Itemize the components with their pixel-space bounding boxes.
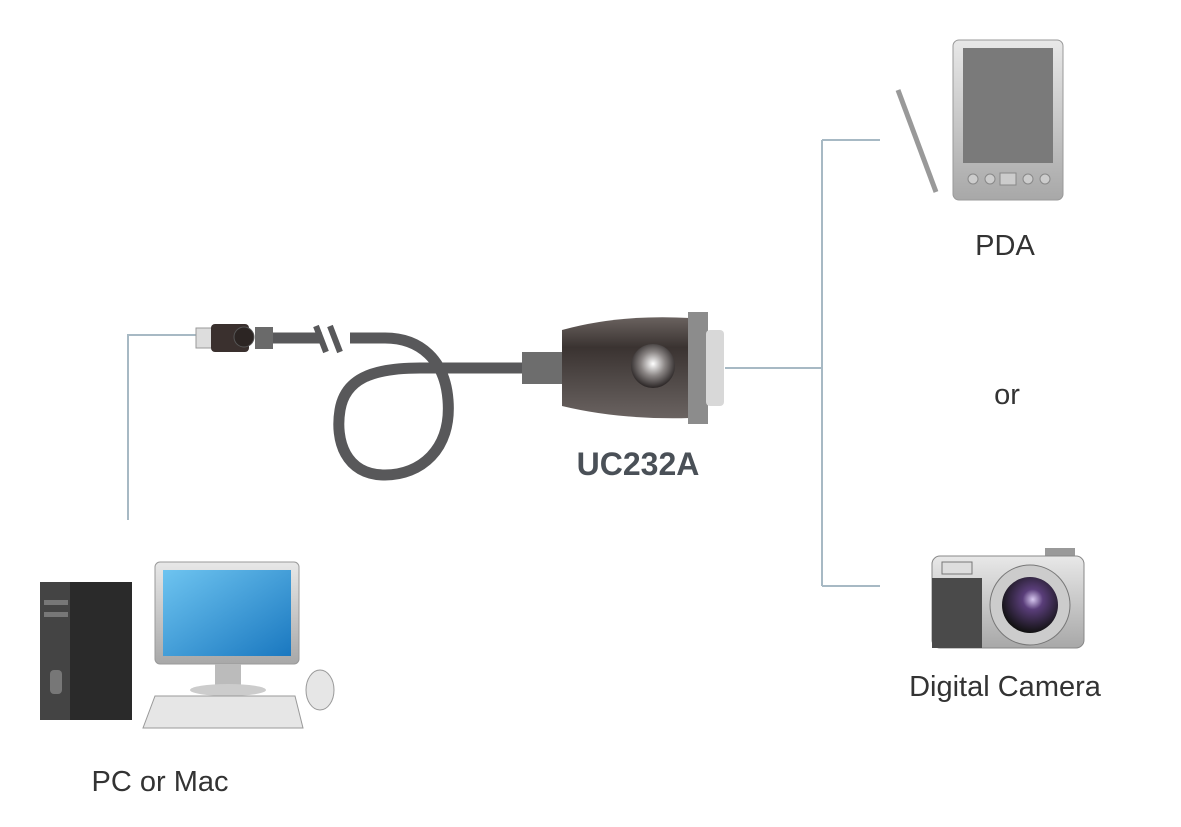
pc-tower-icon bbox=[40, 582, 132, 720]
uc232a-adapter-icon bbox=[522, 312, 724, 424]
pc-connector-line bbox=[127, 334, 197, 520]
camera-label: Digital Camera bbox=[909, 671, 1101, 703]
host-label: PC or Mac bbox=[91, 766, 229, 798]
mouse-icon bbox=[305, 669, 335, 711]
usb-cable bbox=[270, 332, 525, 481]
usb-plug-icon bbox=[195, 324, 273, 352]
keyboard-icon bbox=[142, 695, 304, 729]
monitor-icon bbox=[154, 561, 300, 696]
pda-icon bbox=[895, 39, 1064, 201]
product-label: UC232A bbox=[576, 446, 700, 482]
or-separator: or bbox=[994, 379, 1020, 411]
connector-lines bbox=[127, 139, 880, 587]
cable-break-mark bbox=[313, 324, 343, 354]
digital-camera-icon bbox=[931, 548, 1085, 649]
pda-label: PDA bbox=[975, 230, 1035, 262]
